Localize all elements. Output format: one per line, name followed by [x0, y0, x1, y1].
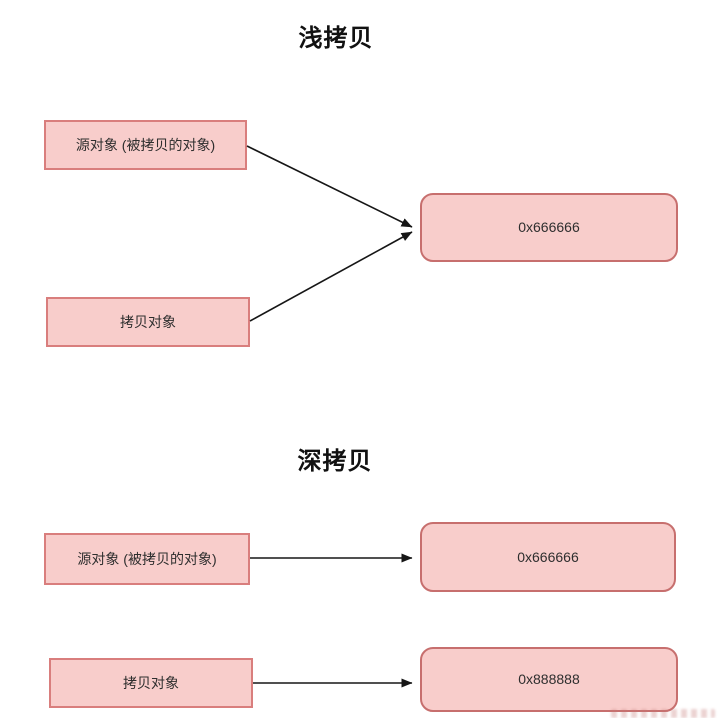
arrow-shallow-source-to-address: [246, 145, 413, 228]
deep-source-object-label: 源对象 (被拷贝的对象): [77, 550, 217, 567]
shallow-source-object-box: 源对象 (被拷贝的对象): [44, 120, 247, 170]
deep-copy-title: 深拷贝: [297, 448, 373, 475]
deep-source-address-label: 0x666666: [517, 548, 579, 565]
deep-source-object-box: 源对象 (被拷贝的对象): [44, 533, 250, 585]
deep-copy-address-label: 0x888888: [518, 671, 580, 688]
deep-copy-object-box: 拷贝对象: [49, 658, 253, 708]
shallow-shared-address-box: 0x666666: [420, 193, 678, 262]
shallow-copy-object-label: 拷贝对象: [120, 313, 176, 330]
shallow-shared-address-label: 0x666666: [518, 219, 580, 236]
deep-source-address-box: 0x666666: [420, 522, 676, 592]
arrow-shallow-copy-to-address: [249, 231, 413, 322]
deep-copy-object-label: 拷贝对象: [123, 674, 179, 691]
shallow-copy-title: 浅拷贝: [298, 25, 374, 52]
watermark: [611, 709, 715, 718]
shallow-copy-object-box: 拷贝对象: [46, 297, 250, 347]
deep-copy-address-box: 0x888888: [420, 647, 678, 712]
shallow-source-object-label: 源对象 (被拷贝的对象): [75, 136, 216, 153]
